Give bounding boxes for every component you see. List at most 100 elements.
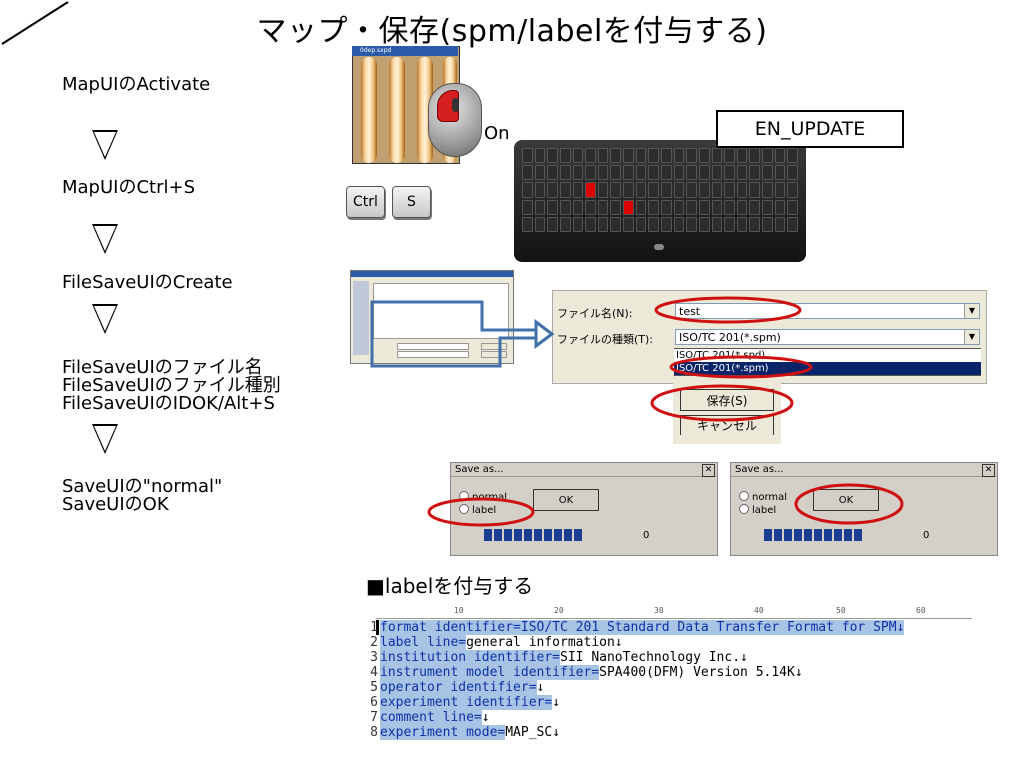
radio-label[interactable]: label	[459, 504, 496, 517]
line-number: 4	[370, 665, 378, 680]
keyboard-key	[661, 216, 672, 232]
keyboard-key	[698, 148, 710, 164]
keyboard-key	[724, 182, 735, 198]
keyboard-key	[686, 216, 697, 232]
save-button[interactable]: 保存(S)	[680, 389, 774, 411]
section-label: ■labelを付与する	[366, 574, 534, 598]
keyboard-key	[686, 199, 697, 215]
field-value: ISO/TC 201 Standard Data Transfer Format…	[520, 620, 905, 635]
filetype-option-spm[interactable]: ISO/TC 201(*.spm)	[674, 362, 981, 375]
radio-label[interactable]: label	[739, 504, 776, 517]
field-key: comment line=	[380, 710, 482, 725]
keyboard-key	[762, 165, 773, 181]
keyboard-key	[635, 182, 647, 198]
code-line: instrument model identifier=SPA400(DFM) …	[380, 665, 803, 680]
ok-button[interactable]: OK	[533, 489, 599, 511]
field-value: SPA400(DFM) Version 5.14K↓	[599, 665, 803, 680]
filename-input[interactable]: test ▼	[675, 303, 980, 319]
file-save-dialog-thumbnail[interactable]	[350, 270, 514, 364]
keyboard-key	[774, 165, 786, 181]
keyboard-key	[787, 216, 798, 232]
field-value: general information↓	[466, 635, 623, 650]
keyboard-key	[610, 199, 622, 215]
mouse-on-label: On	[484, 123, 510, 144]
ruler-mark: 60	[916, 606, 926, 615]
keyboard-key	[648, 216, 659, 232]
save-as-title: Save as...	[731, 463, 997, 477]
keyboard-key	[787, 165, 798, 181]
keyboard-key	[547, 199, 558, 215]
keyboard-key	[522, 182, 533, 198]
ok-button[interactable]: OK	[813, 489, 879, 511]
highlight-filename	[654, 296, 802, 324]
filetype-select[interactable]: ISO/TC 201(*.spm) ▼	[675, 329, 980, 345]
keyboard-key	[597, 199, 609, 215]
keyboard-key	[572, 216, 584, 232]
keyboard-key	[648, 182, 659, 198]
field-value: SII NanoTechnology Inc.↓	[560, 650, 748, 665]
keyboard-key	[648, 165, 659, 181]
ruler-mark: 40	[754, 606, 764, 615]
field-value: ↓	[481, 710, 490, 725]
keyboard-key	[661, 182, 672, 198]
keyboard-key	[774, 182, 786, 198]
close-icon[interactable]: ✕	[982, 464, 995, 477]
keyboard-key	[534, 148, 546, 164]
radio-normal[interactable]: normal	[739, 491, 787, 504]
keyboard-key	[572, 199, 584, 215]
field-key: instrument model identifier=	[380, 665, 600, 680]
keyboard-key	[762, 182, 773, 198]
radio-normal-label: normal	[752, 492, 788, 503]
keyboard-key	[749, 199, 761, 215]
keyboard-key	[635, 165, 647, 181]
keyboard-key	[623, 216, 634, 232]
keyboard-key	[749, 148, 761, 164]
flow-step-ok: SaveUIのOK	[62, 494, 169, 515]
keyboard-key	[749, 165, 761, 181]
keyboard-key	[673, 165, 685, 181]
ruler-mark: 20	[554, 606, 564, 615]
filetype-option-spd[interactable]: ISO/TC 201(*.spd)	[674, 349, 981, 362]
keyboard-key	[610, 216, 622, 232]
field-key: operator identifier=	[380, 680, 537, 695]
chevron-down-icon[interactable]: ▼	[964, 304, 979, 318]
field-key: label line=	[380, 635, 467, 650]
keyboard-key	[774, 199, 786, 215]
keyboard-key	[762, 148, 773, 164]
filetype-value: ISO/TC 201(*.spm)	[679, 331, 781, 344]
keyboard-key	[572, 182, 584, 198]
keyboard-icon	[514, 140, 806, 262]
line-number: 2	[370, 635, 378, 650]
keyboard-key	[711, 199, 723, 215]
keyboard-key	[673, 199, 685, 215]
keyboard-key	[724, 165, 735, 181]
line-number: 5	[370, 680, 378, 695]
chevron-down-icon[interactable]: ▼	[964, 330, 979, 344]
map-window-titlebar[interactable]: 0dep.sxpd	[352, 46, 458, 56]
filetype-label: ファイルの種類(T):	[557, 333, 654, 346]
close-icon[interactable]: ✕	[702, 464, 715, 477]
field-value: ↓	[536, 680, 545, 695]
highlight-spm-option	[669, 355, 813, 379]
keyboard-key	[736, 182, 748, 198]
keyboard-key	[585, 182, 596, 198]
keyboard-key	[534, 199, 546, 215]
code-line: comment line=↓	[380, 710, 490, 725]
progress-value: 0	[643, 530, 650, 541]
keyboard-key	[686, 182, 697, 198]
keyboard-key	[774, 216, 786, 232]
keyboard-key	[749, 216, 761, 232]
field-key: experiment identifier=	[380, 695, 553, 710]
en-update-callout: EN_UPDATE	[716, 110, 904, 148]
flow-step-filetype: FileSaveUIのファイル種別	[62, 375, 281, 396]
keyboard-key	[698, 182, 710, 198]
keyboard-key	[610, 148, 622, 164]
code-line: operator identifier=↓	[380, 680, 544, 695]
flow-arrow-3	[92, 304, 118, 334]
keyboard-key	[787, 182, 798, 198]
keyboard-key	[559, 182, 571, 198]
keyboard-key	[698, 199, 710, 215]
code-line: format identifier=ISO/TC 201 Standard Da…	[380, 620, 905, 635]
radio-label-label: label	[472, 505, 497, 516]
